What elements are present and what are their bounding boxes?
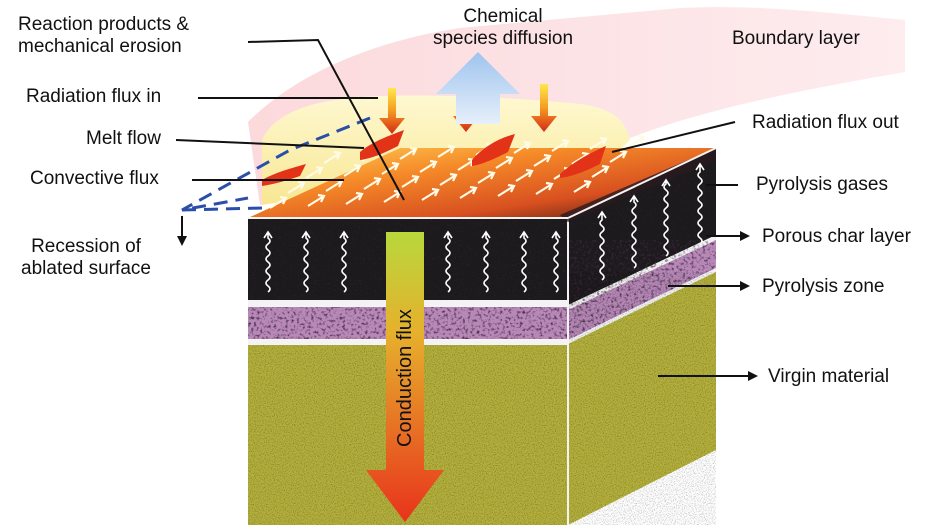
flow-arrow: [419, 159, 438, 173]
flow-arrow: [533, 153, 552, 167]
flow-arrow: [495, 155, 514, 169]
recession-label: Recession of ablated surface: [21, 236, 151, 279]
flow-arrow: [591, 164, 610, 178]
conduction-flux-arrow: [366, 232, 444, 522]
flow-arrow: [269, 195, 288, 209]
gas-arrow: [629, 194, 639, 269]
convective-flux-label: Convective flux: [30, 168, 159, 189]
species-diffusion-arrow: [436, 52, 520, 124]
flow-arrow: [439, 172, 458, 186]
flow-arrow: [323, 150, 342, 164]
recession-outline: [181, 116, 371, 212]
flow-arrow: [305, 165, 324, 179]
flow-arrow: [399, 146, 418, 160]
gas-arrow: [443, 230, 453, 293]
virgin-material-label: Virgin material: [768, 366, 890, 387]
flow-arrow: [573, 179, 592, 193]
porous-char-label: Porous char layer: [762, 226, 911, 247]
gas-arrow: [263, 230, 273, 293]
flow-arrow: [627, 134, 646, 148]
reaction-products-label: Reaction products & mechanical erosion: [18, 14, 190, 57]
flow-arrow: [535, 181, 554, 195]
flow-arrow: [459, 185, 478, 199]
conduction-flux-label: Conduction flux: [394, 309, 416, 447]
gas-arrow: [301, 230, 311, 293]
pyrolysis-gases-label: Pyrolysis gases: [756, 174, 888, 195]
flow-arrow: [609, 149, 628, 163]
flow-arrow: [477, 170, 496, 184]
gas-arrow: [339, 230, 349, 293]
flow-arrow: [343, 163, 362, 177]
pyrolysis-gas-arrows: [263, 162, 705, 293]
flow-arrow: [515, 168, 534, 182]
flow-arrow: [497, 183, 516, 197]
block-right-face: [568, 148, 716, 525]
flow-arrow: [363, 176, 382, 190]
flow-arrow: [551, 138, 570, 152]
chemical-diffusion-label: Chemical species diffusion: [432, 6, 574, 49]
gas-arrow: [551, 230, 561, 293]
radiation-in-label: Radiation flux in: [26, 86, 162, 107]
melt-flow-label: Melt flow: [86, 128, 161, 149]
flow-arrow: [421, 187, 440, 201]
flow-arrow: [589, 136, 608, 150]
leader-lines: [175, 38, 758, 381]
pyrolysis-zone-label: Pyrolysis zone: [762, 276, 885, 297]
gas-arrow: [519, 230, 529, 293]
gas-arrow: [695, 162, 705, 245]
flow-arrow: [307, 193, 326, 207]
gas-arrow: [597, 210, 607, 281]
boundary-layer-label: Boundary layer: [732, 28, 860, 49]
flow-arrow: [287, 180, 306, 194]
flow-arrow: [345, 191, 364, 205]
gas-arrow: [481, 230, 491, 293]
flow-arrow: [381, 161, 400, 175]
ablated-top-surface: [248, 147, 717, 222]
radiation-out-label: Radiation flux out: [752, 112, 899, 133]
flow-arrow: [401, 174, 420, 188]
gas-arrow: [661, 178, 671, 257]
flow-arrow: [513, 140, 532, 154]
flow-arrow: [437, 144, 456, 158]
